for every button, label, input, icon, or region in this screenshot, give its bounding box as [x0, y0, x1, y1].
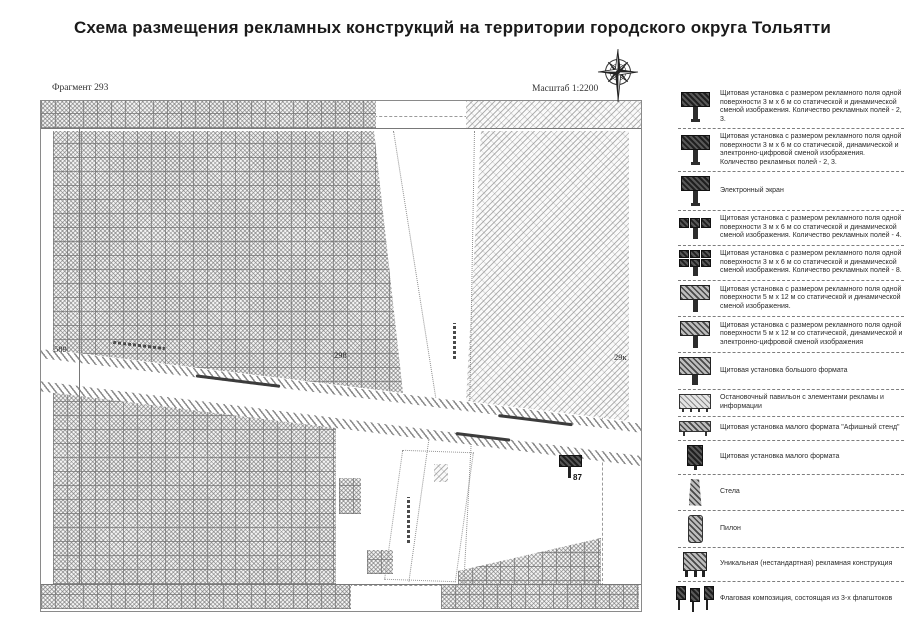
legend-item-text: Щитовая установка с размером рекламного … — [720, 133, 902, 166]
parcel-top-strip-left — [41, 101, 376, 128]
parcel-patch-small-2 — [367, 550, 393, 574]
plot-label-29k: 29к — [614, 352, 627, 362]
legend-row: Пилон — [678, 511, 904, 548]
billboard-hatch-icon — [680, 320, 710, 348]
legend-row: Электронный экран — [678, 172, 904, 212]
legend-item-text: Флаговая композиция, состоящая из 3-х фл… — [720, 594, 893, 602]
small-format-icon — [687, 444, 703, 470]
plot-label-298: 298 — [334, 350, 347, 360]
flag-composition-icon — [676, 585, 714, 612]
billboard-marker-label: 87 — [573, 473, 582, 482]
billboard-3seg-icon — [679, 217, 711, 239]
legend-row: Остановочный павильон с элементами рекла… — [678, 390, 904, 417]
parcel-grid-topleft — [53, 131, 403, 393]
legend-row: Флаговая композиция, состоящая из 3-х фл… — [676, 582, 904, 616]
legend-row: Щитовая установка с размером рекламного … — [678, 211, 904, 246]
legend: Щитовая установка с размером рекламного … — [676, 86, 904, 616]
stela-icon — [688, 478, 702, 506]
parcel-boundary-line — [79, 128, 80, 584]
parcel-bottom-strip-right — [441, 584, 639, 609]
pylon-icon — [687, 514, 703, 543]
parcel-patch-small-3 — [434, 464, 448, 482]
billboard-dark-icon — [680, 176, 710, 207]
compass-rose-icon — [594, 46, 642, 113]
parcel-top-strip-right — [466, 101, 641, 128]
plot-label-589: 589 — [54, 344, 67, 354]
legend-row: Щитовая установка малого формата "Афишны… — [678, 417, 904, 441]
legend-item-text: Щитовая установка большого формата — [720, 366, 848, 374]
fragment-label: Фрагмент 293 — [52, 83, 109, 93]
afisha-stand-icon — [679, 420, 711, 436]
billboard-large-icon — [679, 356, 711, 385]
page-title: Схема размещения рекламных конструкций н… — [73, 18, 832, 37]
legend-item-text: Стела — [720, 488, 740, 496]
legend-item-text: Щитовая установка малого формата "Афишны… — [720, 424, 900, 432]
legend-item-text: Щитовая установка с размером рекламного … — [720, 250, 902, 275]
legend-item-text: Щитовая установка с размером рекламного … — [720, 90, 902, 123]
pavilion-icon — [679, 393, 711, 412]
billboard-6seg-icon — [679, 249, 711, 276]
legend-row: Щитовая установка малого формата — [678, 441, 904, 475]
street-line-top — [41, 128, 641, 129]
street-name-mark — [407, 497, 410, 543]
map-canvas: 589 298 29к 87 — [40, 100, 642, 612]
legend-row: Щитовая установка с размером рекламного … — [678, 129, 904, 173]
legend-item-text: Уникальная (нестандартная) рекламная кон… — [720, 560, 893, 568]
billboard-dark-icon — [680, 92, 710, 123]
unique-construction-icon — [683, 551, 707, 577]
billboard-hatch-icon — [680, 284, 710, 312]
legend-row: Щитовая установка с размером рекламного … — [678, 246, 904, 281]
legend-item-text: Электронный экран — [720, 186, 784, 194]
legend-item-text: Щитовая установка с размером рекламного … — [720, 215, 902, 240]
legend-item-text: Остановочный павильон с элементами рекла… — [720, 394, 884, 410]
street-name-mark — [453, 323, 456, 359]
legend-item-text: Щитовая установка с размером рекламного … — [720, 321, 903, 346]
legend-row: Щитовая установка с размером рекламного … — [678, 281, 904, 317]
legend-row: Щитовая установка с размером рекламного … — [678, 86, 904, 130]
legend-row: Щитовая установка большого формата — [678, 353, 904, 390]
billboard-dark-icon — [680, 135, 710, 166]
scale-label: Масштаб 1:2200 — [532, 84, 599, 94]
legend-item-text: Пилон — [720, 524, 741, 532]
legend-item-text: Щитовая установка малого формата — [720, 453, 840, 461]
billboard-marker-pole — [568, 466, 571, 478]
billboard-marker-87: 87 — [557, 455, 597, 489]
legend-item-text: Щитовая установка с размером рекламного … — [720, 285, 902, 310]
parcel-grid-bottomleft — [53, 391, 336, 584]
street-line-bottom — [41, 584, 641, 585]
legend-row: Стела — [678, 475, 904, 511]
legend-row: Щитовая установка с размером рекламного … — [678, 317, 904, 353]
parcel-bottom-strip-left — [41, 584, 351, 609]
legend-row: Уникальная (нестандартная) рекламная кон… — [678, 548, 904, 582]
parcel-patch-small-1 — [339, 478, 361, 514]
parcel-hatch-topright — [466, 131, 629, 421]
